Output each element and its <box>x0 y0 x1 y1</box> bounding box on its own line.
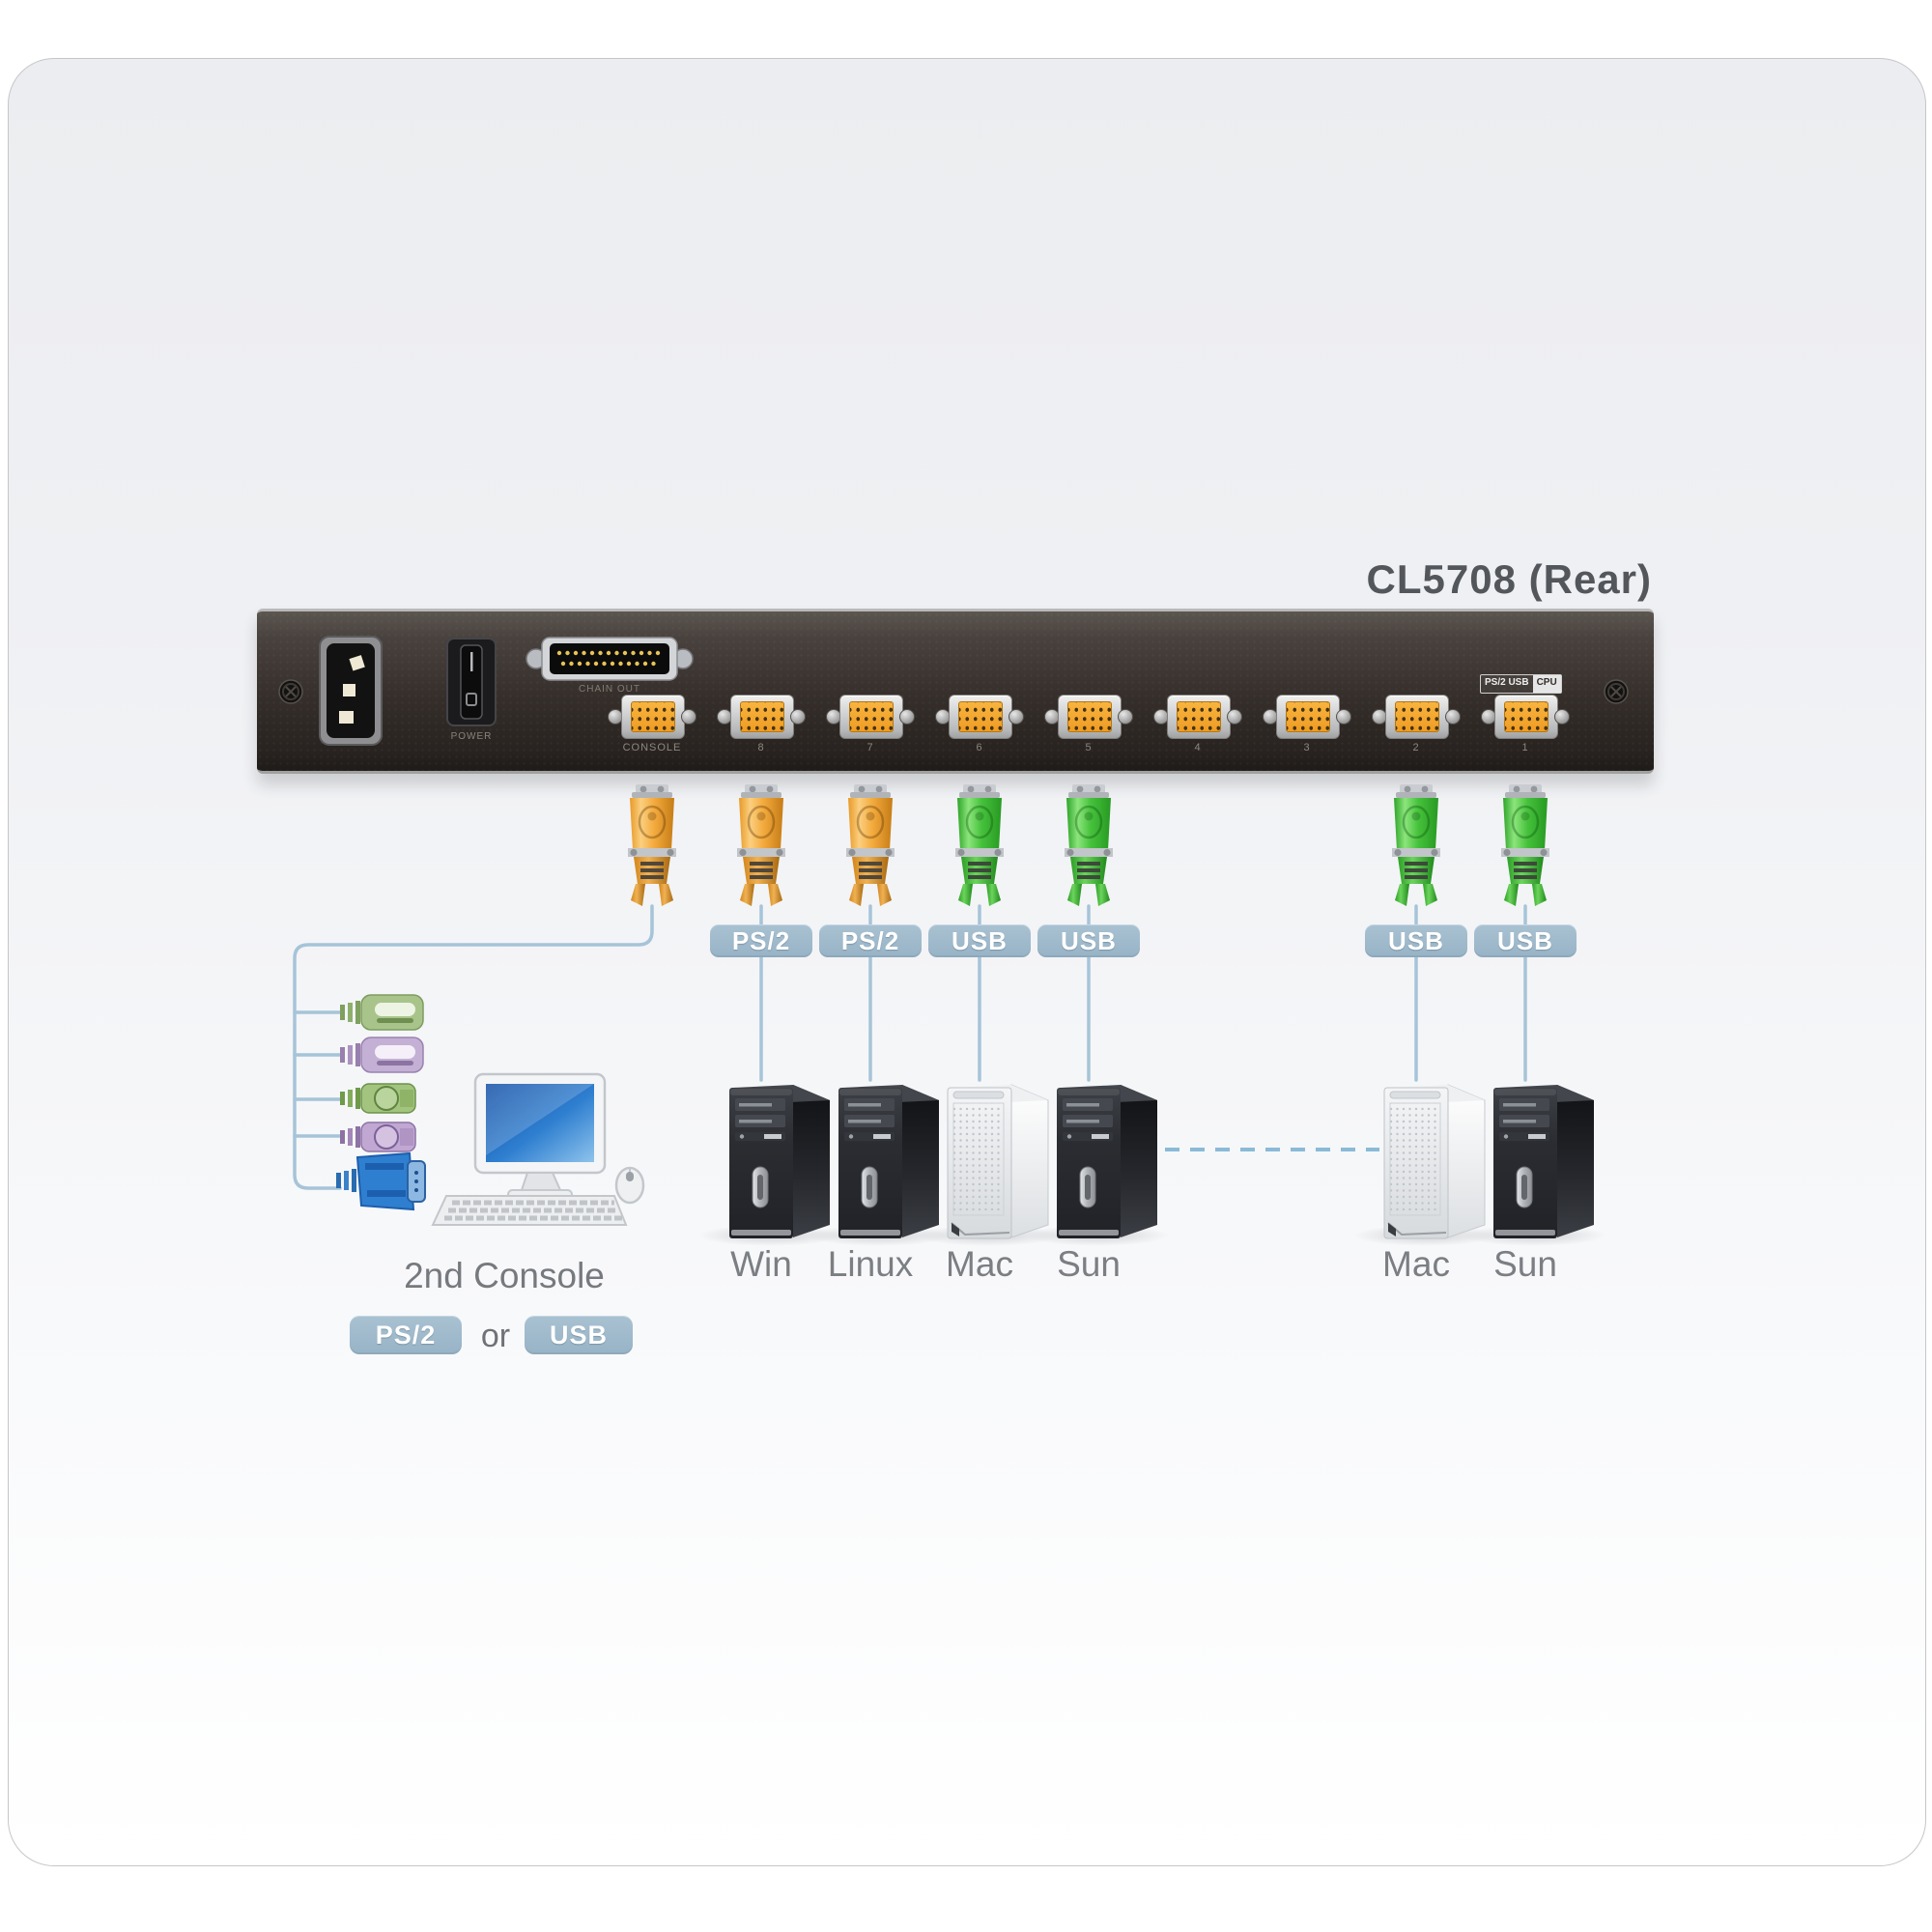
computer-label: Sun <box>1057 1244 1121 1284</box>
port-screw-icon <box>1336 709 1351 724</box>
computer-tower-win <box>722 1082 834 1242</box>
or-label: or <box>480 1318 511 1354</box>
second-console-label: 2nd Console <box>404 1256 605 1295</box>
port-screw-icon <box>1445 709 1461 724</box>
computer-tower-mac <box>940 1082 1052 1242</box>
vga-port-body <box>1167 695 1231 739</box>
ps2-mouse-plug-icon <box>340 1122 416 1152</box>
vga-port-body <box>730 695 794 739</box>
cpu-port-type-badge: PS/2 USB CPU <box>1480 674 1562 694</box>
port-screw-icon <box>681 709 696 724</box>
cable-badge-ps2: PS/2 <box>710 924 812 957</box>
power-switch[interactable] <box>446 638 497 726</box>
port-label: 5 <box>1085 742 1093 753</box>
computer-tower-sun <box>1049 1082 1161 1242</box>
vga-connector-icon <box>336 1151 426 1211</box>
port-label: 8 <box>757 742 765 753</box>
vga-port-4: 4 <box>1126 694 1269 757</box>
vga-port-1: 1 <box>1454 694 1597 757</box>
sphd-connector-usb-green <box>951 784 1009 908</box>
port-label: 6 <box>976 742 983 753</box>
computer-tower-linux <box>831 1082 943 1242</box>
second-console-setup <box>431 1072 645 1226</box>
port-label: 2 <box>1412 742 1420 753</box>
port-label: 1 <box>1521 742 1529 753</box>
sphd-connector-usb-green <box>1387 784 1445 908</box>
computer-tower-mac-2 <box>1377 1082 1489 1242</box>
vga-port-8: 8 <box>690 694 833 757</box>
panel-screw-icon <box>1604 679 1629 704</box>
computer-label: Win <box>730 1244 792 1284</box>
computer-label: Mac <box>1382 1244 1450 1284</box>
vga-port-body <box>1494 695 1558 739</box>
port-label: 7 <box>867 742 874 753</box>
port-screw-icon <box>899 709 915 724</box>
vga-port-body <box>1276 695 1340 739</box>
port-label: 4 <box>1194 742 1202 753</box>
cable-badge-usb: USB <box>928 924 1031 957</box>
sphd-connector-ps2-orange <box>732 784 790 908</box>
ps2-mouse-connector-icon <box>340 1037 424 1073</box>
cpu-badge-right: CPU <box>1532 675 1561 693</box>
panel-screw-icon <box>278 679 303 704</box>
computer-label: Linux <box>827 1244 914 1284</box>
keyboard-icon <box>431 1195 628 1226</box>
daisy-chain-port-label: CHAIN OUT <box>579 684 640 695</box>
diagram-card <box>8 58 1926 1866</box>
second-console-badge-usb: USB <box>525 1316 633 1354</box>
diagram-title: CL5708 (Rear) <box>1366 556 1652 602</box>
port-label: 3 <box>1303 742 1311 753</box>
vga-port-console: CONSOLE <box>581 694 724 757</box>
cable-badge-usb: USB <box>1365 924 1467 957</box>
power-switch-label: POWER <box>450 731 493 742</box>
vga-port-body <box>1385 695 1449 739</box>
cable-badge-ps2: PS/2 <box>819 924 922 957</box>
port-screw-icon <box>1227 709 1242 724</box>
port-screw-icon <box>1118 709 1133 724</box>
vga-port-3: 3 <box>1236 694 1378 757</box>
cable-badge-usb: USB <box>1037 924 1140 957</box>
port-screw-icon <box>1554 709 1570 724</box>
vga-port-7: 7 <box>799 694 942 757</box>
vga-port-body <box>949 695 1012 739</box>
cable-badge-usb: USB <box>1474 924 1577 957</box>
sphd-connector-usb-green <box>1496 784 1554 908</box>
vga-port-body <box>621 695 685 739</box>
computer-label: Sun <box>1493 1244 1557 1284</box>
vga-port-body <box>1058 695 1122 739</box>
daisy-chain-port-icon <box>526 637 694 681</box>
power-inlet-icon <box>319 636 383 746</box>
computer-tower-sun-2 <box>1486 1082 1598 1242</box>
monitor-icon <box>473 1072 607 1200</box>
vga-port-6: 6 <box>908 694 1051 757</box>
ps2-keyboard-plug-icon <box>340 1083 416 1114</box>
port-screw-icon <box>1009 709 1024 724</box>
second-console-badge-ps2: PS/2 <box>350 1316 462 1354</box>
sphd-connector-usb-green <box>1060 784 1118 908</box>
vga-port-2: 2 <box>1345 694 1488 757</box>
computer-label: Mac <box>946 1244 1013 1284</box>
sphd-connector-console-orange <box>623 784 681 908</box>
ps2-keyboard-connector-icon <box>340 994 424 1031</box>
mouse-icon <box>614 1166 645 1205</box>
port-label: CONSOLE <box>622 742 682 753</box>
cpu-badge-left: PS/2 USB <box>1481 675 1533 693</box>
sphd-connector-ps2-orange <box>841 784 899 908</box>
port-screw-icon <box>790 709 806 724</box>
vga-port-5: 5 <box>1017 694 1160 757</box>
vga-port-body <box>839 695 903 739</box>
